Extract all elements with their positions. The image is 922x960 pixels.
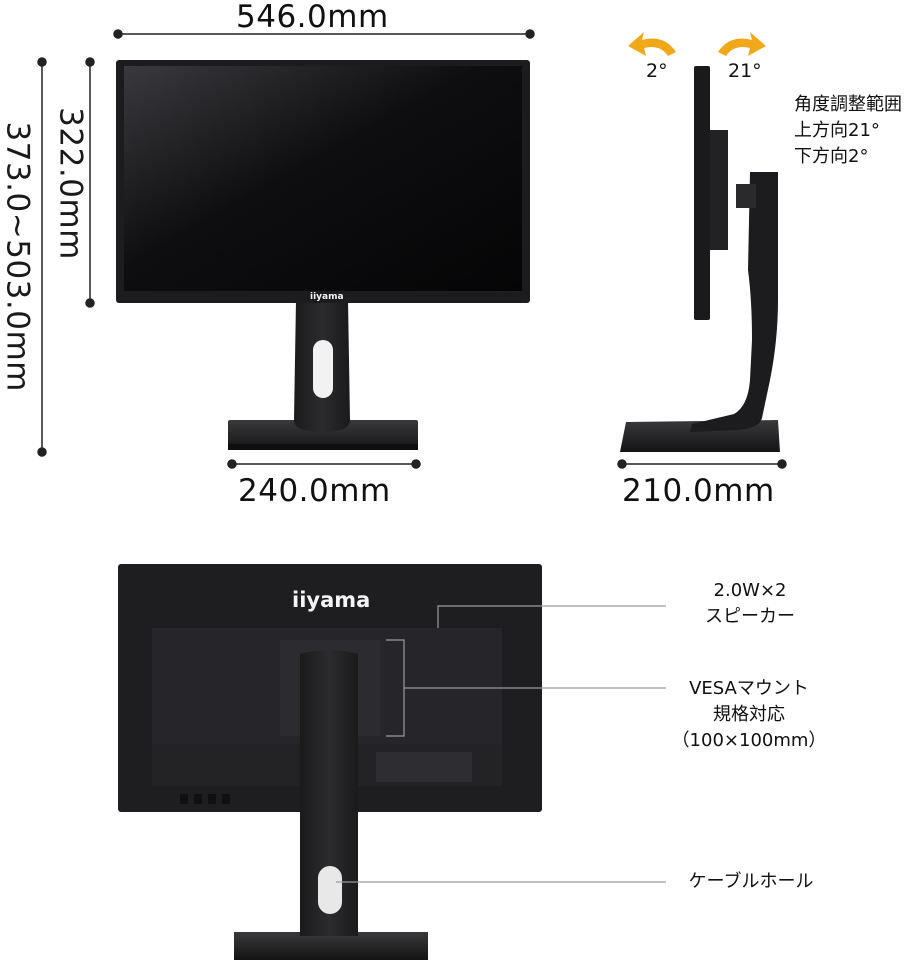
- tilt-range-down: 下方向2°: [794, 146, 869, 167]
- rear-label-sticker: [376, 752, 472, 782]
- dim-width-line: [113, 29, 535, 39]
- tilt-backward-arrow-icon: [718, 32, 766, 56]
- tilt-forward-label: 2°: [646, 60, 668, 82]
- vesa-callout: VESAマウント 規格対応 （100×100mm）: [664, 676, 834, 754]
- monitor-side-view: [620, 66, 780, 452]
- monitor-front-view: [116, 60, 530, 450]
- cable-hole-callout-line1: ケーブルホール: [688, 871, 814, 892]
- width-label: 546.0mm: [236, 0, 389, 35]
- dim-panel-height-line: [85, 57, 95, 308]
- speaker-callout-line1: 2.0W×2: [713, 580, 787, 601]
- tilt-forward-arrow-icon: [628, 32, 676, 56]
- tilt-range-title: 角度調整範囲: [794, 94, 902, 115]
- vesa-callout-line2: 規格対応: [713, 704, 785, 725]
- rear-logo: iiyama: [292, 588, 371, 612]
- side-back-housing: [708, 130, 728, 250]
- dim-base-depth-line: [617, 459, 787, 469]
- speaker-callout-line2: スピーカー: [705, 606, 795, 627]
- rear-buttons: [180, 794, 230, 804]
- front-logo: iiyama: [310, 292, 344, 302]
- rear-base: [234, 932, 428, 960]
- rear-stand: [300, 650, 358, 936]
- callout-lines: [336, 605, 666, 883]
- front-cable-hole: [313, 340, 333, 398]
- monitor-rear-view: [118, 564, 542, 960]
- side-panel: [694, 66, 710, 320]
- base-depth-label: 210.0mm: [622, 473, 775, 509]
- tilt-range-up: 上方向21°: [794, 120, 880, 141]
- dim-total-height-line: [37, 57, 47, 457]
- cable-hole-callout: ケーブルホール: [676, 869, 826, 895]
- side-stand-arm: [690, 172, 778, 432]
- speaker-callout: 2.0W×2 スピーカー: [680, 578, 820, 630]
- vesa-callout-line3: （100×100mm）: [671, 730, 827, 751]
- total-height-label: 373.0~503.0mm: [0, 121, 36, 392]
- base-width-label: 240.0mm: [238, 473, 391, 509]
- vesa-callout-line1: VESAマウント: [689, 678, 809, 699]
- dim-base-width-line: [227, 459, 421, 469]
- side-hinge: [736, 184, 756, 208]
- panel-height-label: 322.0mm: [52, 107, 89, 260]
- tilt-backward-label: 21°: [728, 60, 762, 82]
- front-screen: [124, 66, 522, 291]
- rear-cable-hole: [318, 866, 342, 914]
- front-base: [228, 420, 418, 450]
